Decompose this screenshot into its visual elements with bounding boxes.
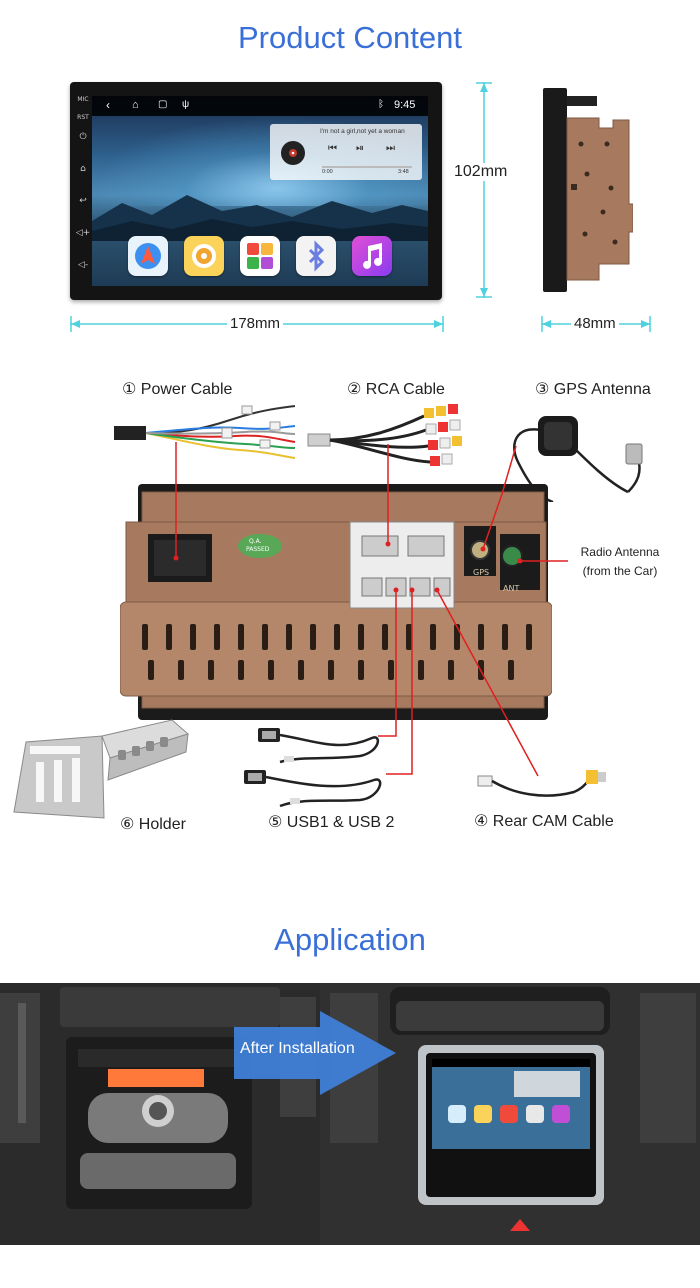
android-screen: ‹ ⌂ ▢ ψ ᛒ 9:45 I'm not a girl,not yet a …	[92, 96, 428, 286]
status-time: 9:45	[394, 99, 416, 111]
radio-antenna-line1: Radio Antenna	[580, 545, 660, 559]
head-unit-side-view	[543, 88, 633, 292]
rca-cable	[307, 404, 462, 466]
height-dimension-line	[476, 82, 492, 298]
holder-bracket	[13, 719, 190, 819]
head-unit-front: MIC RST ⏻ ⌂ ↩ ◁+ ◁- ‹ ⌂ ▢ ψ ᛒ 9:45 I'm n…	[70, 82, 442, 300]
wallpaper-mountains	[92, 195, 428, 241]
application-title: Application	[274, 922, 426, 957]
volume-down-icon[interactable]: ◁-	[77, 260, 89, 270]
music-app-icon[interactable]	[352, 236, 392, 276]
music-widget[interactable]: I'm not a girl,not yet a woman ⏮ ⏯ ⏭ 0:0…	[270, 124, 422, 180]
depth-dimension-label: 48mm	[571, 315, 619, 332]
home-nav-icon[interactable]: ⌂	[132, 99, 139, 111]
progress-track[interactable]	[322, 166, 412, 168]
song-title: I'm not a girl,not yet a woman	[320, 128, 405, 135]
rst-label: RST	[77, 114, 89, 121]
rear-cam-label: ④ Rear CAM Cable	[474, 813, 614, 830]
rca-cable-label: ② RCA Cable	[347, 381, 445, 398]
sticker-line2: PASSED	[246, 546, 270, 553]
next-track-icon[interactable]: ⏭	[386, 143, 395, 154]
time-elapsed: 0:00	[322, 169, 333, 175]
product-content-title: Product Content	[237, 20, 463, 55]
navigation-app-icon[interactable]	[128, 236, 168, 276]
apps-app-icon[interactable]	[240, 236, 280, 276]
power-cable-harness	[114, 405, 296, 459]
dashboard-before-after	[0, 983, 700, 1245]
head-unit-back-panel	[120, 484, 552, 720]
after-installation-label: After Installation	[240, 1040, 355, 1057]
ant-port-label: ANT	[503, 584, 520, 593]
holder-label: ⑥ Holder	[120, 816, 186, 833]
time-total: 3:48	[398, 169, 409, 175]
rear-cam-cable	[477, 770, 606, 797]
power-icon[interactable]: ⏻	[79, 132, 87, 142]
gps-port-label: GPS	[473, 568, 490, 577]
radio-antenna-line2: (from the Car)	[582, 564, 658, 578]
usb-cables	[244, 728, 382, 808]
settings-app-icon[interactable]	[184, 236, 224, 276]
usb-icon: ψ	[182, 99, 190, 110]
play-pause-icon[interactable]: ⏯	[356, 143, 364, 154]
width-dimension-label: 178mm	[227, 315, 284, 332]
volume-up-icon[interactable]: ◁+	[75, 228, 91, 238]
status-bar: ‹ ⌂ ▢ ψ ᛒ 9:45	[92, 96, 428, 116]
back-icon[interactable]: ↩	[79, 196, 87, 206]
installation-photo	[0, 983, 700, 1245]
bluetooth-app-icon[interactable]	[296, 236, 336, 276]
previous-track-icon[interactable]: ⏮	[328, 143, 337, 154]
mic-label: MIC	[77, 96, 89, 103]
radio-antenna-label: Radio Antenna (from the Car)	[570, 543, 670, 581]
bluetooth-icon: ᛒ	[378, 99, 384, 110]
power-cable-label: ① Power Cable	[122, 381, 233, 398]
back-nav-icon[interactable]: ‹	[106, 98, 110, 112]
height-dimension-label: 102mm	[451, 163, 511, 181]
home-icon[interactable]: ⌂	[80, 164, 86, 174]
gps-antenna-label: ③ GPS Antenna	[535, 381, 651, 398]
vinyl-disc-icon	[281, 141, 305, 165]
sticker-line1: Q.A.	[249, 538, 262, 545]
usb-label: ⑤ USB1 & USB 2	[268, 814, 395, 831]
recent-apps-icon[interactable]: ▢	[158, 99, 168, 110]
side-button-strip: MIC RST ⏻ ⌂ ↩ ◁+ ◁-	[70, 82, 94, 300]
